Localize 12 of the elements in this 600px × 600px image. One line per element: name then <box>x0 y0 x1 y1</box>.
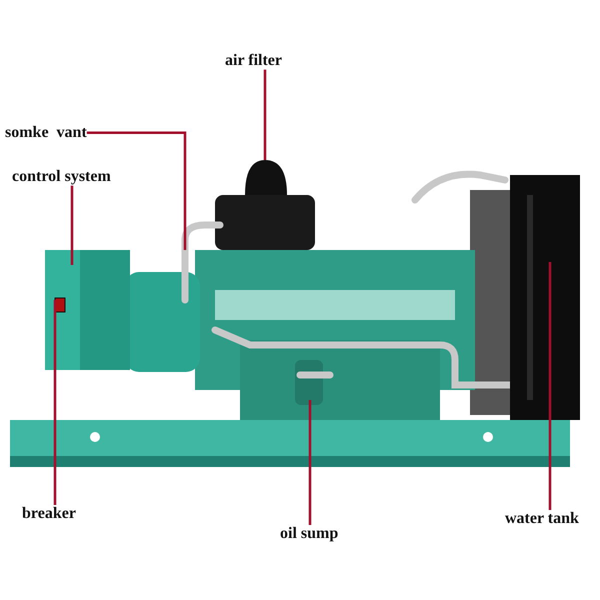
leader-line <box>548 262 552 510</box>
leader-line <box>70 186 74 265</box>
leader-line <box>308 400 312 525</box>
part-label: breaker <box>22 505 76 523</box>
leader-line <box>54 300 56 505</box>
part-label: water tank <box>505 510 579 528</box>
leader-line <box>264 70 266 160</box>
part-label: control system <box>12 168 111 186</box>
leader-line <box>86 132 186 250</box>
part-label: oil sump <box>280 525 338 543</box>
part-label: air filter <box>225 52 282 70</box>
part-label: somke vant <box>5 124 87 142</box>
